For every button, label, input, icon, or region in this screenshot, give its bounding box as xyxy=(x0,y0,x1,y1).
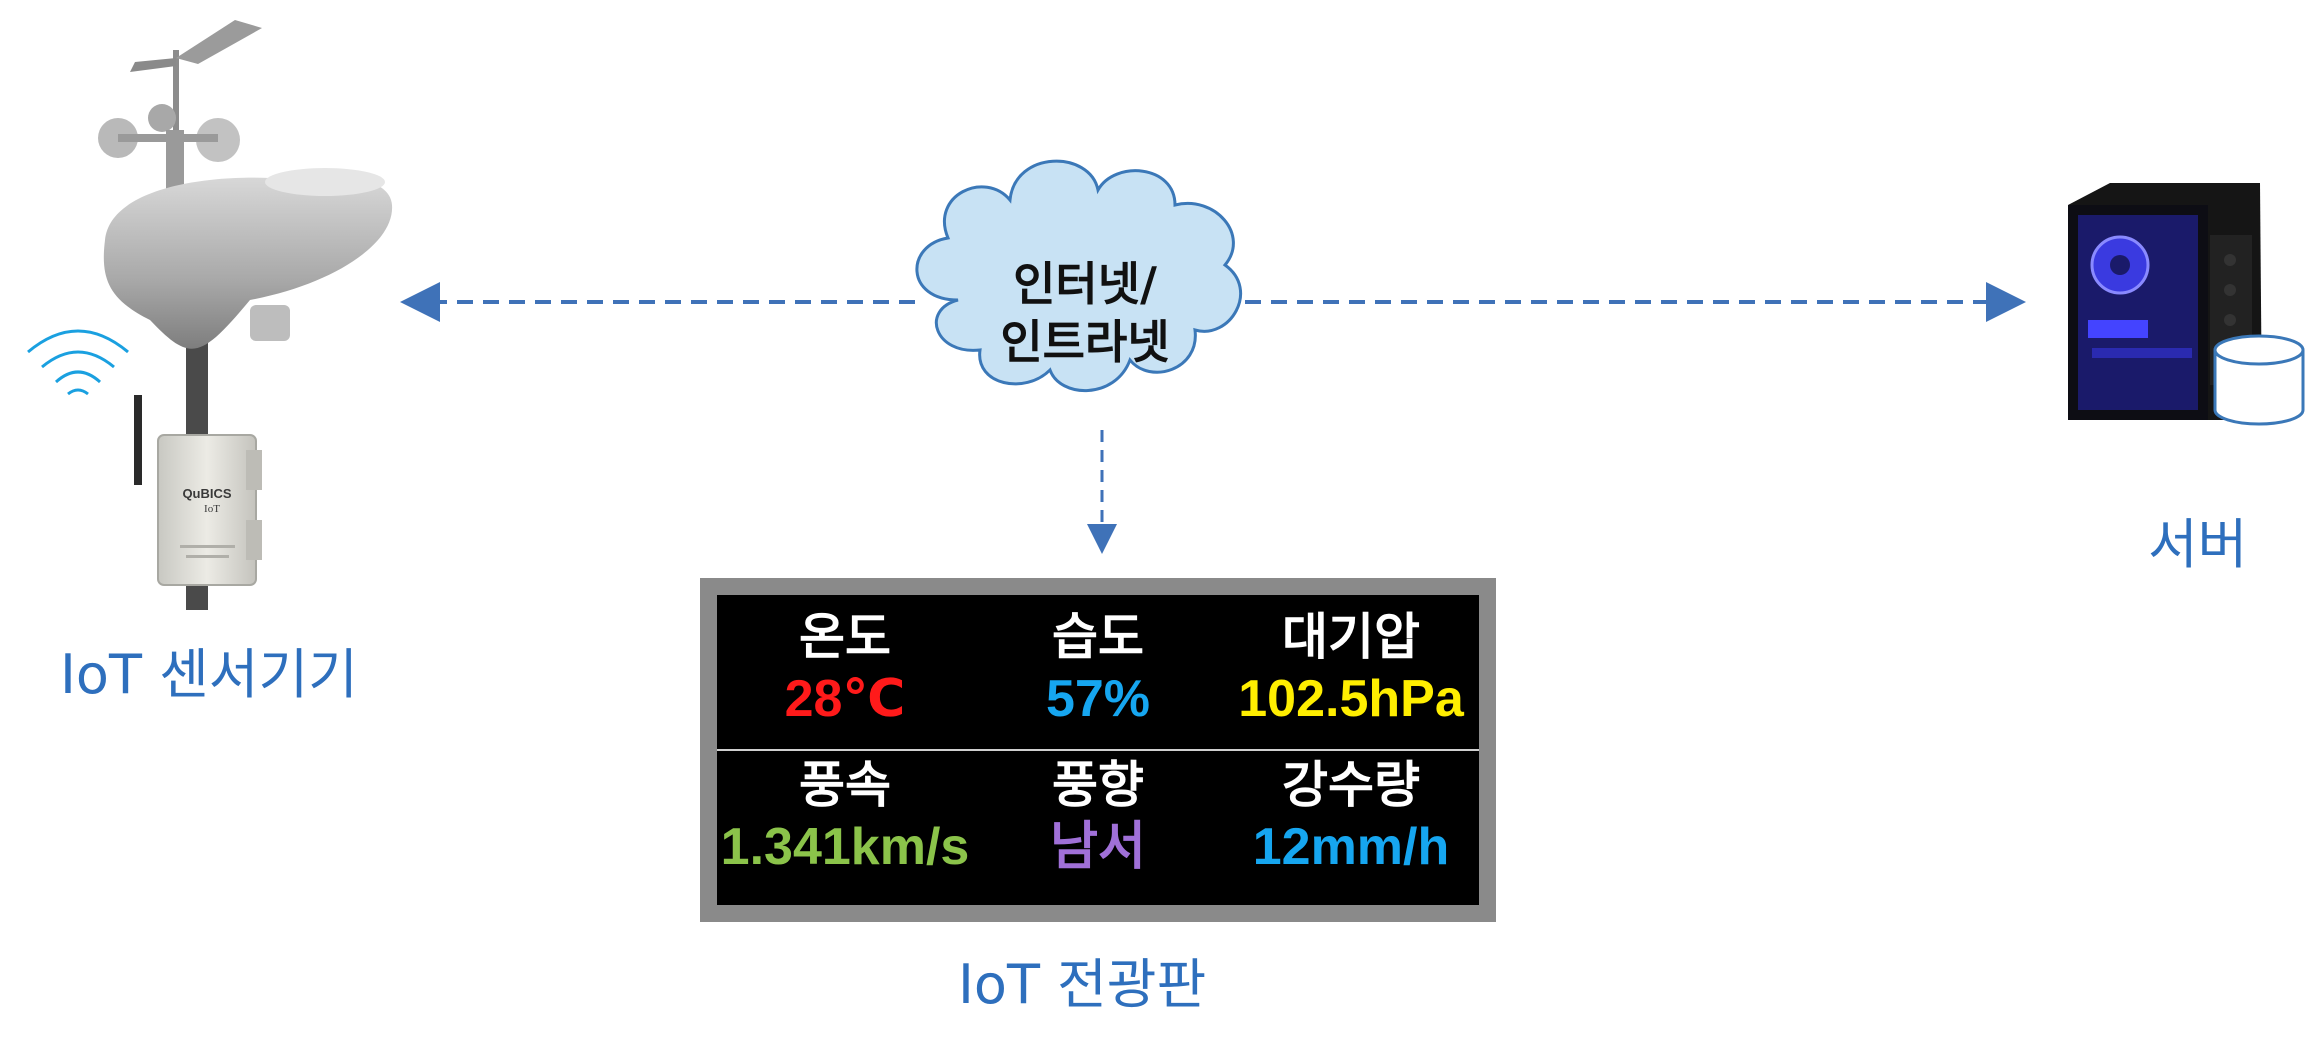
iot-display-board: 온도 28℃ 습도 57% 대기압 102.5hPa 풍속 1.341km/s … xyxy=(700,578,1496,922)
board-row-1: 온도 28℃ 습도 57% 대기압 102.5hPa xyxy=(717,595,1479,749)
pressure-value: 102.5hPa xyxy=(1238,670,1464,728)
wind-speed-value: 1.341km/s xyxy=(720,818,970,876)
temperature-label: 온도 xyxy=(799,608,891,666)
box-brand-text: QuBICS xyxy=(182,486,231,501)
board-divider xyxy=(717,749,1479,751)
cloud-label: 인터넷/ 인트라넷 xyxy=(935,255,1235,371)
humidity-value: 57% xyxy=(1045,670,1151,728)
cloud-label-line2: 인트라넷 xyxy=(1000,315,1170,369)
wind-direction-value: 남서 xyxy=(1050,817,1146,877)
board-caption: IoT 전광판 xyxy=(958,953,1207,1016)
board-row-2: 풍속 1.341km/s 풍향 남서 강수량 12mm/h xyxy=(717,751,1479,905)
weather-station-icon: QuBICS IoT xyxy=(98,20,393,610)
temperature-value: 28℃ xyxy=(784,670,906,728)
humidity-label: 습도 xyxy=(1052,608,1144,666)
sensor-caption: IoT 센서기기 xyxy=(60,643,358,706)
cell-temperature: 온도 28℃ xyxy=(717,595,973,749)
wifi-icon xyxy=(27,329,129,396)
box-sub-text: IoT xyxy=(204,503,220,515)
server-caption: 서버 xyxy=(2148,513,2248,576)
wind-speed-label: 풍속 xyxy=(799,756,891,814)
cell-wind-direction: 풍향 남서 xyxy=(973,751,1223,905)
cell-rainfall: 강수량 12mm/h xyxy=(1223,751,1479,905)
cell-pressure: 대기압 102.5hPa xyxy=(1223,595,1479,749)
cell-wind-speed: 풍속 1.341km/s xyxy=(717,751,973,905)
cloud-label-line1: 인터넷/ xyxy=(1013,257,1157,311)
rainfall-label: 강수량 xyxy=(1282,756,1420,814)
rainfall-value: 12mm/h xyxy=(1252,818,1450,876)
cell-humidity: 습도 57% xyxy=(973,595,1223,749)
board-screen: 온도 28℃ 습도 57% 대기압 102.5hPa 풍속 1.341km/s … xyxy=(717,595,1479,905)
pressure-label: 대기압 xyxy=(1282,608,1420,666)
wind-direction-label: 풍향 xyxy=(1052,756,1144,814)
